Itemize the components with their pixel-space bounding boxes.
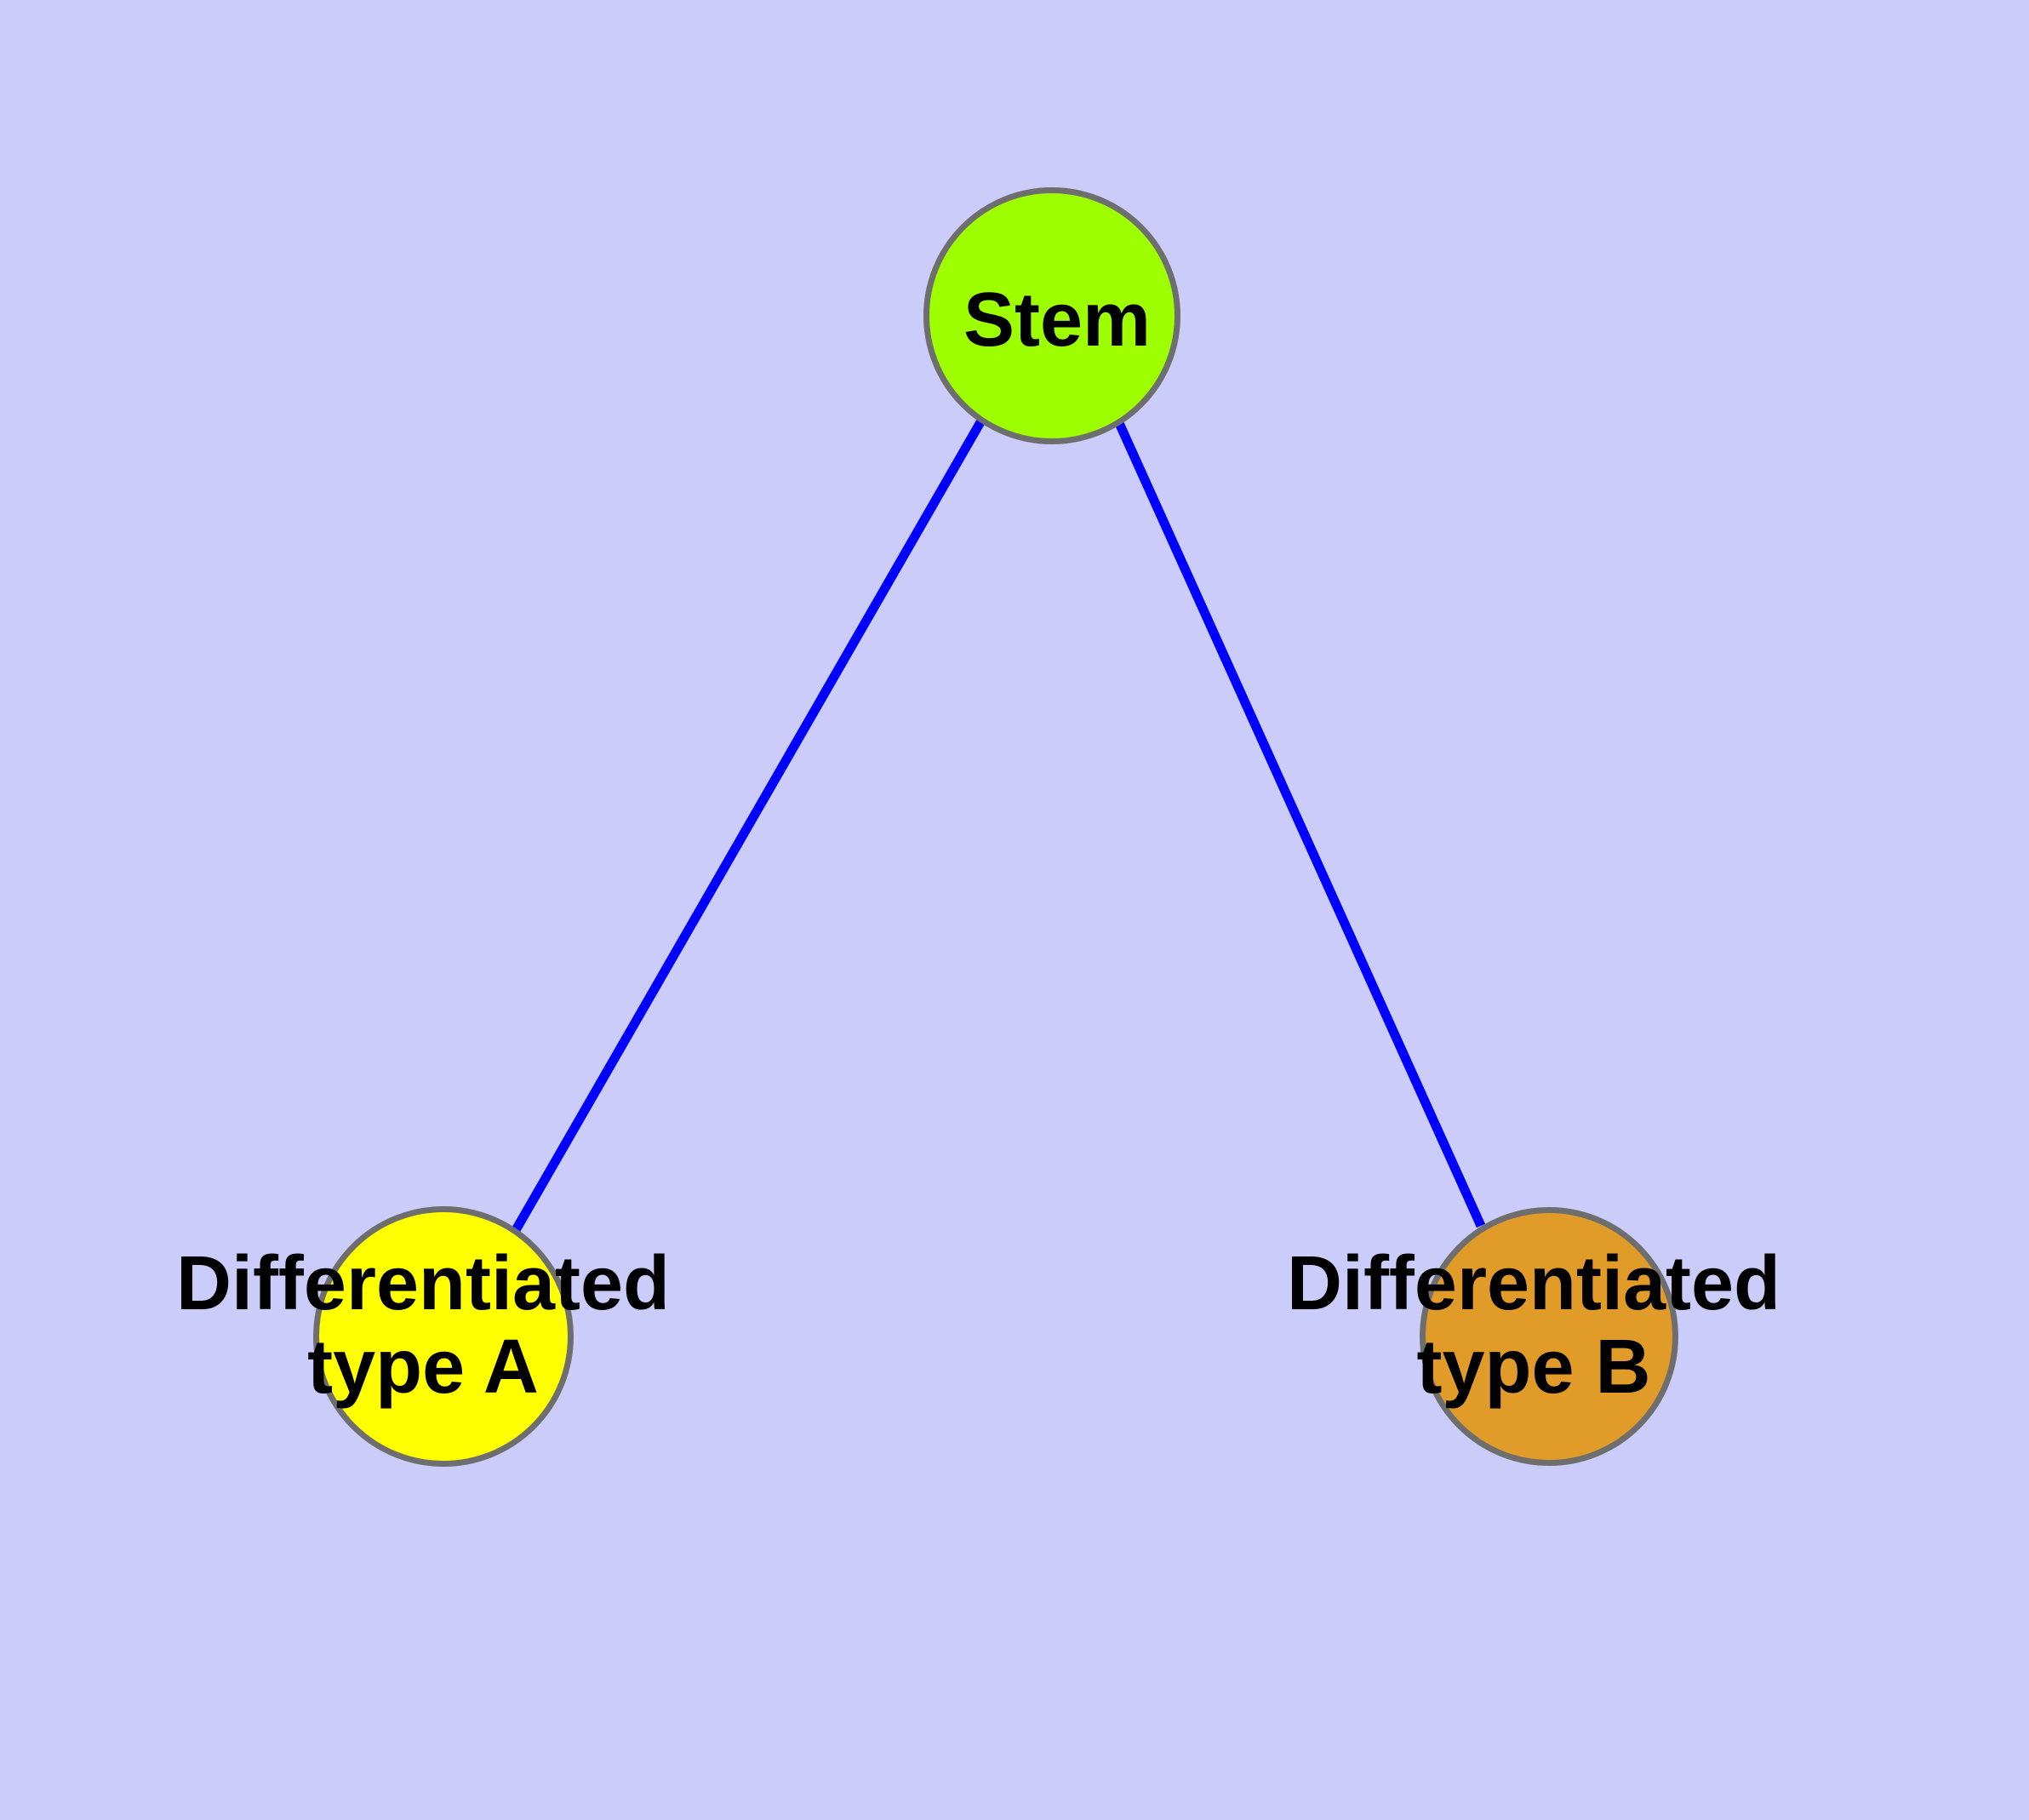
graph-node-stem[interactable] [923, 187, 1180, 444]
graph-edge [1114, 421, 1486, 1228]
graph-node-diff_a[interactable] [313, 1206, 574, 1467]
graph-edge [512, 420, 985, 1233]
graph-node-diff_b[interactable] [1420, 1207, 1678, 1466]
